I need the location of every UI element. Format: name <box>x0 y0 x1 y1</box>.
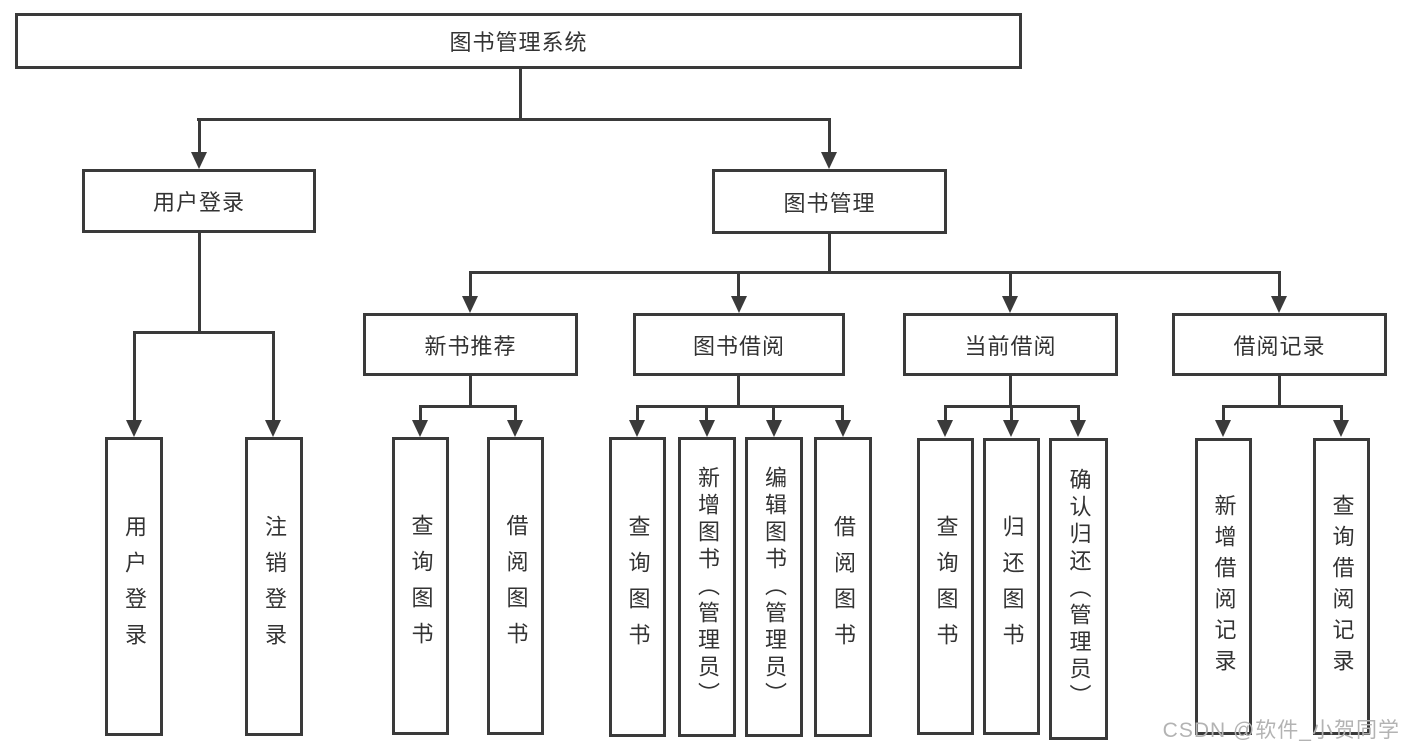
node-root-label: 图书管理系统 <box>449 30 588 55</box>
node-book-borrowing: 图书借阅 <box>633 313 845 376</box>
leaf-borrow-books-recommend: 借阅图书 <box>487 437 544 735</box>
leaf-query-books-current: 查询图书 <box>917 438 974 735</box>
connector-line <box>133 331 275 334</box>
leaf-confirm-return-admin-label: 确认归还（管理员） <box>1066 467 1092 711</box>
leaf-add-books-admin-label: 新增图书（管理员） <box>695 465 720 709</box>
leaf-query-books-recommend: 查询图书 <box>392 437 449 735</box>
leaf-confirm-return-admin: 确认归还（管理员） <box>1049 438 1108 740</box>
connector-line <box>1278 376 1281 407</box>
leaf-query-books-borrowing: 查询图书 <box>609 437 666 737</box>
connector-line <box>828 234 831 273</box>
node-user-login-label: 用户登录 <box>152 190 245 215</box>
arrowhead-icon <box>1003 420 1019 437</box>
connector-line <box>1222 405 1343 408</box>
arrowhead-icon <box>126 420 142 437</box>
node-borrow-records-label: 借阅记录 <box>1233 333 1326 359</box>
csdn-watermark: CSDN @软件_小贺同学 <box>1162 719 1400 742</box>
arrowhead-icon <box>835 420 851 437</box>
connector-line <box>944 407 947 421</box>
leaf-add-borrow-record-label: 新增借阅记录 <box>1211 493 1237 680</box>
arrowhead-icon <box>462 296 478 313</box>
connector-line <box>198 120 201 153</box>
leaf-add-borrow-record: 新增借阅记录 <box>1195 438 1252 735</box>
arrowhead-icon <box>1271 296 1287 313</box>
leaf-query-books-current-label: 查询图书 <box>933 514 959 659</box>
connector-line <box>841 407 844 421</box>
connector-line <box>737 273 740 298</box>
leaf-borrow-books-recommend-label: 借阅图书 <box>503 514 529 658</box>
connector-line <box>519 69 522 121</box>
leaf-query-borrow-record: 查询借阅记录 <box>1313 438 1370 735</box>
leaf-logout: 注销登录 <box>245 437 303 736</box>
connector-line <box>198 233 201 333</box>
node-root: 图书管理系统 <box>15 13 1022 69</box>
node-new-book-recommend-label: 新书推荐 <box>424 333 517 359</box>
connector-line <box>944 405 1080 408</box>
leaf-query-books-borrowing-label: 查询图书 <box>625 515 651 659</box>
arrowhead-icon <box>699 420 715 437</box>
leaf-borrow-books-borrowing-label: 借阅图书 <box>831 515 856 659</box>
arrowhead-icon <box>265 420 281 437</box>
arrowhead-icon <box>1002 296 1018 313</box>
leaf-query-books-recommend-label: 查询图书 <box>408 514 434 658</box>
connector-line <box>1278 273 1281 298</box>
connector-line <box>133 333 136 422</box>
node-user-login: 用户登录 <box>82 169 316 233</box>
arrowhead-icon <box>766 420 782 437</box>
connector-line <box>705 407 708 421</box>
leaf-user-login: 用户登录 <box>105 437 163 736</box>
node-current-borrowing: 当前借阅 <box>903 313 1118 376</box>
connector-line <box>197 118 831 121</box>
connector-line <box>828 120 831 153</box>
connector-line <box>419 407 422 421</box>
connector-line <box>469 271 1281 274</box>
arrowhead-icon <box>731 296 747 313</box>
connector-line <box>772 407 775 421</box>
connector-line <box>272 333 275 422</box>
node-book-management: 图书管理 <box>712 169 947 234</box>
node-new-book-recommend: 新书推荐 <box>363 313 578 376</box>
node-current-borrowing-label: 当前借阅 <box>964 333 1057 359</box>
arrowhead-icon <box>1070 420 1086 437</box>
connector-line <box>1340 407 1343 421</box>
leaf-return-books: 归还图书 <box>983 438 1040 735</box>
arrowhead-icon <box>412 420 428 437</box>
connector-line <box>1009 273 1012 298</box>
arrowhead-icon <box>821 152 837 169</box>
leaf-query-borrow-record-label: 查询借阅记录 <box>1329 493 1355 680</box>
leaf-edit-books-admin: 编辑图书（管理员） <box>745 437 803 737</box>
arrowhead-icon <box>1333 420 1349 437</box>
leaf-user-login-label: 用户登录 <box>122 514 147 659</box>
leaf-borrow-books-borrowing: 借阅图书 <box>814 437 872 737</box>
connector-line <box>636 407 639 421</box>
leaf-add-books-admin: 新增图书（管理员） <box>678 437 736 737</box>
arrowhead-icon <box>191 152 207 169</box>
connector-line <box>419 405 517 408</box>
arrowhead-icon <box>937 420 953 437</box>
connector-line <box>737 376 740 407</box>
connector-line <box>514 407 517 421</box>
leaf-edit-books-admin-label: 编辑图书（管理员） <box>762 465 787 709</box>
connector-line <box>1222 407 1225 421</box>
node-book-management-label: 图书管理 <box>783 190 876 216</box>
connector-line <box>636 405 844 408</box>
node-borrow-records: 借阅记录 <box>1172 313 1387 376</box>
connector-line <box>1009 376 1012 407</box>
arrowhead-icon <box>1215 420 1231 437</box>
connector-line <box>469 376 472 407</box>
node-book-borrowing-label: 图书借阅 <box>692 333 785 359</box>
connector-line <box>1010 407 1013 421</box>
arrowhead-icon <box>507 420 523 437</box>
arrowhead-icon <box>629 420 645 437</box>
leaf-logout-label: 注销登录 <box>262 514 287 659</box>
connector-line <box>1077 407 1080 421</box>
leaf-return-books-label: 归还图书 <box>999 514 1025 659</box>
connector-line <box>469 273 472 298</box>
